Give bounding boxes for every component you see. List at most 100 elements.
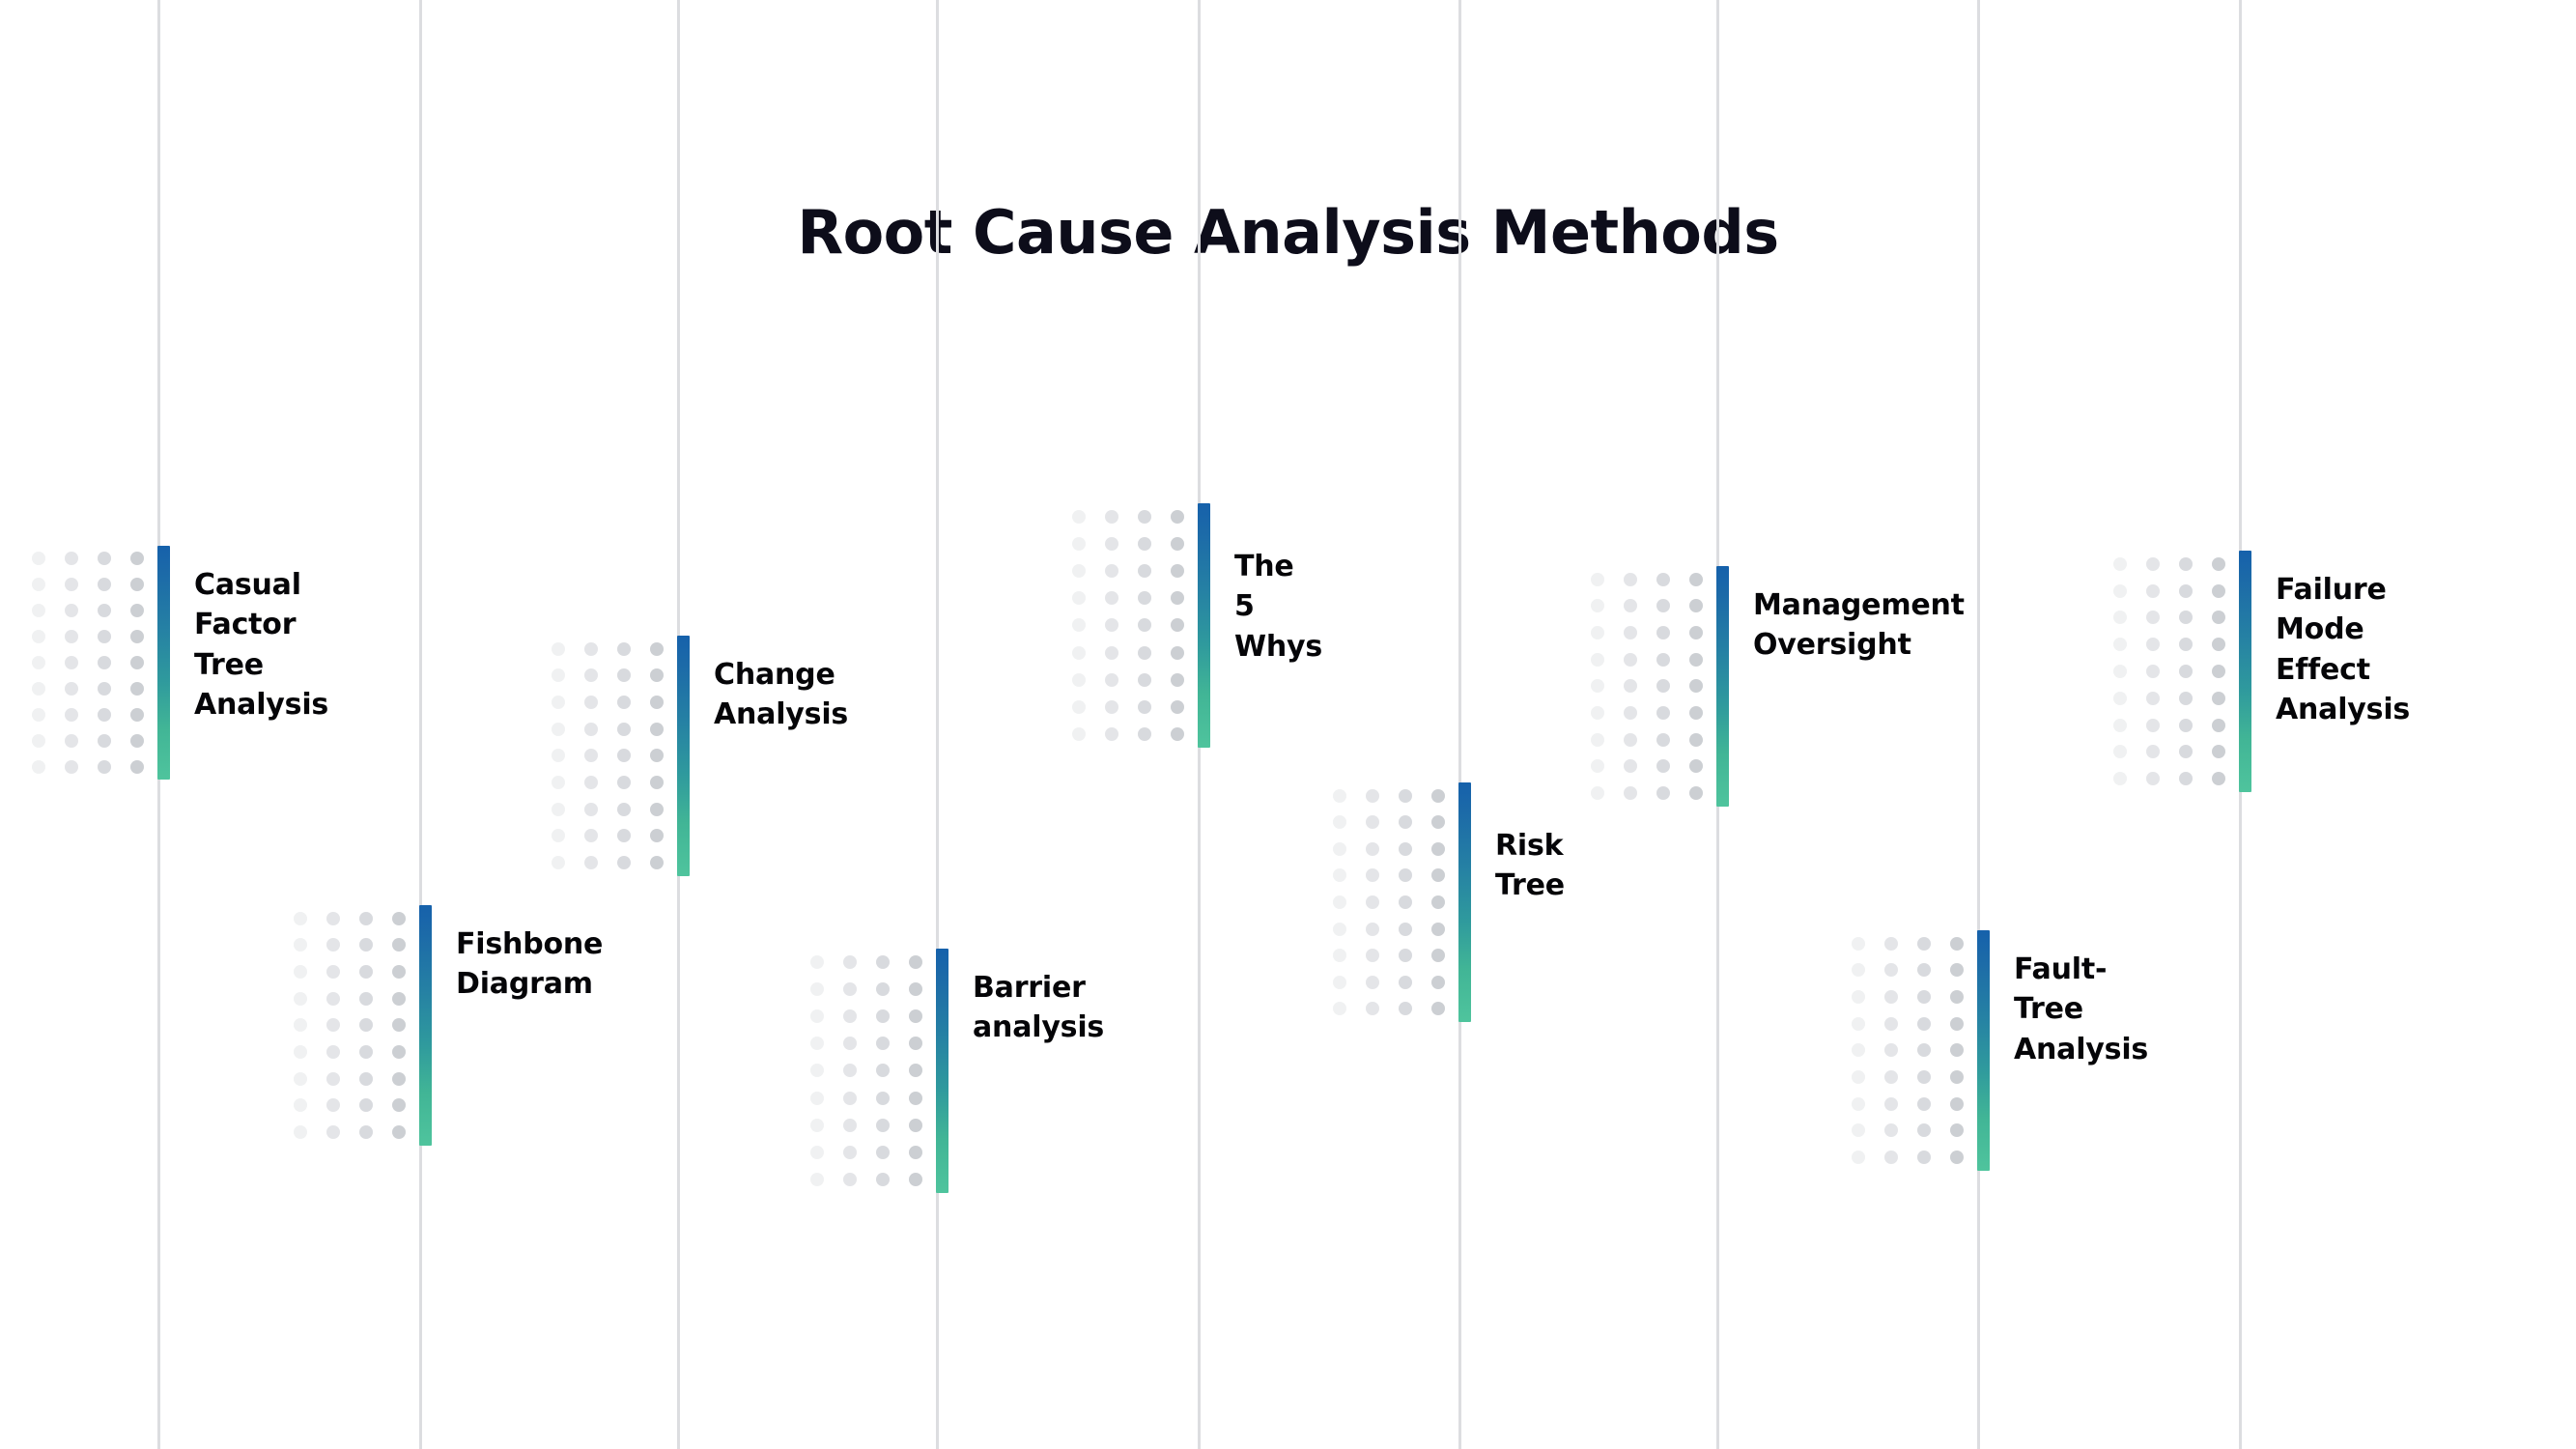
grid-dot-icon bbox=[1917, 1123, 1931, 1138]
grid-dot-icon bbox=[1399, 788, 1412, 803]
grid-dot-icon bbox=[2179, 772, 2193, 786]
dot-matrix-icon bbox=[542, 636, 673, 876]
grid-dot-icon bbox=[2113, 745, 2127, 759]
grid-dot-icon bbox=[1852, 990, 1865, 1005]
grid-dot-icon bbox=[617, 856, 631, 870]
grid-dot-icon bbox=[1591, 732, 1604, 747]
grid-dot-icon bbox=[1105, 672, 1118, 687]
grid-dot-icon bbox=[810, 1145, 824, 1159]
gridline bbox=[1977, 0, 1980, 1449]
grid-dot-icon bbox=[843, 982, 857, 997]
grid-dot-icon bbox=[552, 829, 565, 843]
grid-dot-icon bbox=[1689, 759, 1703, 774]
grid-dot-icon bbox=[294, 1071, 307, 1086]
grid-dot-icon bbox=[359, 1098, 373, 1113]
grid-dot-icon bbox=[584, 641, 598, 656]
grid-dot-icon bbox=[65, 759, 78, 774]
grid-dot-icon bbox=[392, 938, 406, 952]
grid-dot-icon bbox=[1333, 1002, 1346, 1016]
grid-dot-icon bbox=[2113, 638, 2127, 652]
grid-dot-icon bbox=[843, 1009, 857, 1024]
grid-dot-icon bbox=[1366, 1002, 1379, 1016]
grid-dot-icon bbox=[617, 749, 631, 763]
grid-dot-icon bbox=[1591, 652, 1604, 667]
grid-dot-icon bbox=[2212, 691, 2225, 705]
grid-dot-icon bbox=[650, 776, 664, 790]
grid-dot-icon bbox=[1366, 975, 1379, 989]
grid-dot-icon bbox=[810, 1118, 824, 1132]
grid-dot-icon bbox=[909, 1091, 922, 1105]
grid-dot-icon bbox=[1333, 788, 1346, 803]
grid-dot-icon bbox=[2146, 718, 2160, 732]
grid-dot-icon bbox=[1689, 679, 1703, 694]
grid-dot-icon bbox=[650, 802, 664, 816]
gridline bbox=[419, 0, 422, 1449]
grid-dot-icon bbox=[326, 1098, 340, 1113]
grid-dot-icon bbox=[2212, 611, 2225, 625]
grid-dot-icon bbox=[584, 749, 598, 763]
grid-dot-icon bbox=[1852, 936, 1865, 951]
grid-dot-icon bbox=[843, 1172, 857, 1186]
grid-dot-icon bbox=[1431, 975, 1445, 989]
grid-dot-icon bbox=[1171, 645, 1184, 660]
grid-dot-icon bbox=[1431, 868, 1445, 883]
grid-dot-icon bbox=[876, 1091, 890, 1105]
grid-dot-icon bbox=[909, 955, 922, 970]
grid-dot-icon bbox=[1852, 1016, 1865, 1031]
grid-dot-icon bbox=[359, 938, 373, 952]
grid-dot-icon bbox=[359, 1071, 373, 1086]
grid-dot-icon bbox=[1852, 1151, 1865, 1165]
milestone-bar bbox=[936, 949, 948, 1193]
grid-dot-icon bbox=[294, 991, 307, 1006]
grid-dot-icon bbox=[810, 1064, 824, 1078]
grid-dot-icon bbox=[1950, 1043, 1964, 1058]
grid-dot-icon bbox=[98, 681, 111, 696]
dot-matrix-icon bbox=[2104, 551, 2235, 792]
grid-dot-icon bbox=[1138, 699, 1151, 714]
grid-dot-icon bbox=[1917, 990, 1931, 1005]
grid-dot-icon bbox=[1333, 895, 1346, 909]
grid-dot-icon bbox=[584, 696, 598, 710]
grid-dot-icon bbox=[1656, 732, 1670, 747]
grid-dot-icon bbox=[1689, 652, 1703, 667]
grid-dot-icon bbox=[326, 1071, 340, 1086]
grid-dot-icon bbox=[1072, 618, 1086, 633]
grid-dot-icon bbox=[876, 1009, 890, 1024]
grid-dot-icon bbox=[1171, 618, 1184, 633]
grid-dot-icon bbox=[1884, 963, 1898, 978]
milestone-label: Casual Factor Tree Analysis bbox=[194, 568, 329, 723]
grid-dot-icon bbox=[1105, 537, 1118, 552]
grid-dot-icon bbox=[1171, 672, 1184, 687]
dot-matrix-icon bbox=[1581, 566, 1713, 807]
grid-dot-icon bbox=[1917, 1096, 1931, 1111]
grid-dot-icon bbox=[294, 1045, 307, 1060]
grid-dot-icon bbox=[130, 655, 144, 669]
grid-dot-icon bbox=[359, 911, 373, 925]
grid-dot-icon bbox=[1689, 626, 1703, 640]
grid-dot-icon bbox=[294, 938, 307, 952]
grid-dot-icon bbox=[1072, 726, 1086, 741]
grid-dot-icon bbox=[1591, 786, 1604, 801]
grid-dot-icon bbox=[1072, 672, 1086, 687]
grid-dot-icon bbox=[2212, 664, 2225, 678]
milestone-bar bbox=[1977, 930, 1990, 1171]
grid-dot-icon bbox=[1171, 510, 1184, 525]
grid-dot-icon bbox=[1950, 1016, 1964, 1031]
grid-dot-icon bbox=[359, 991, 373, 1006]
grid-dot-icon bbox=[552, 749, 565, 763]
grid-dot-icon bbox=[2146, 638, 2160, 652]
grid-dot-icon bbox=[2179, 664, 2193, 678]
grid-dot-icon bbox=[2113, 718, 2127, 732]
grid-dot-icon bbox=[909, 1037, 922, 1051]
grid-dot-icon bbox=[909, 1064, 922, 1078]
grid-dot-icon bbox=[1852, 963, 1865, 978]
grid-dot-icon bbox=[1624, 732, 1637, 747]
dot-matrix-icon bbox=[801, 949, 932, 1193]
milestone-label: Failure Mode Effect Analysis bbox=[2276, 573, 2411, 727]
grid-dot-icon bbox=[1884, 1151, 1898, 1165]
grid-dot-icon bbox=[1366, 895, 1379, 909]
grid-dot-icon bbox=[2212, 556, 2225, 571]
grid-dot-icon bbox=[1950, 1096, 1964, 1111]
grid-dot-icon bbox=[359, 1125, 373, 1140]
grid-dot-icon bbox=[843, 1037, 857, 1051]
